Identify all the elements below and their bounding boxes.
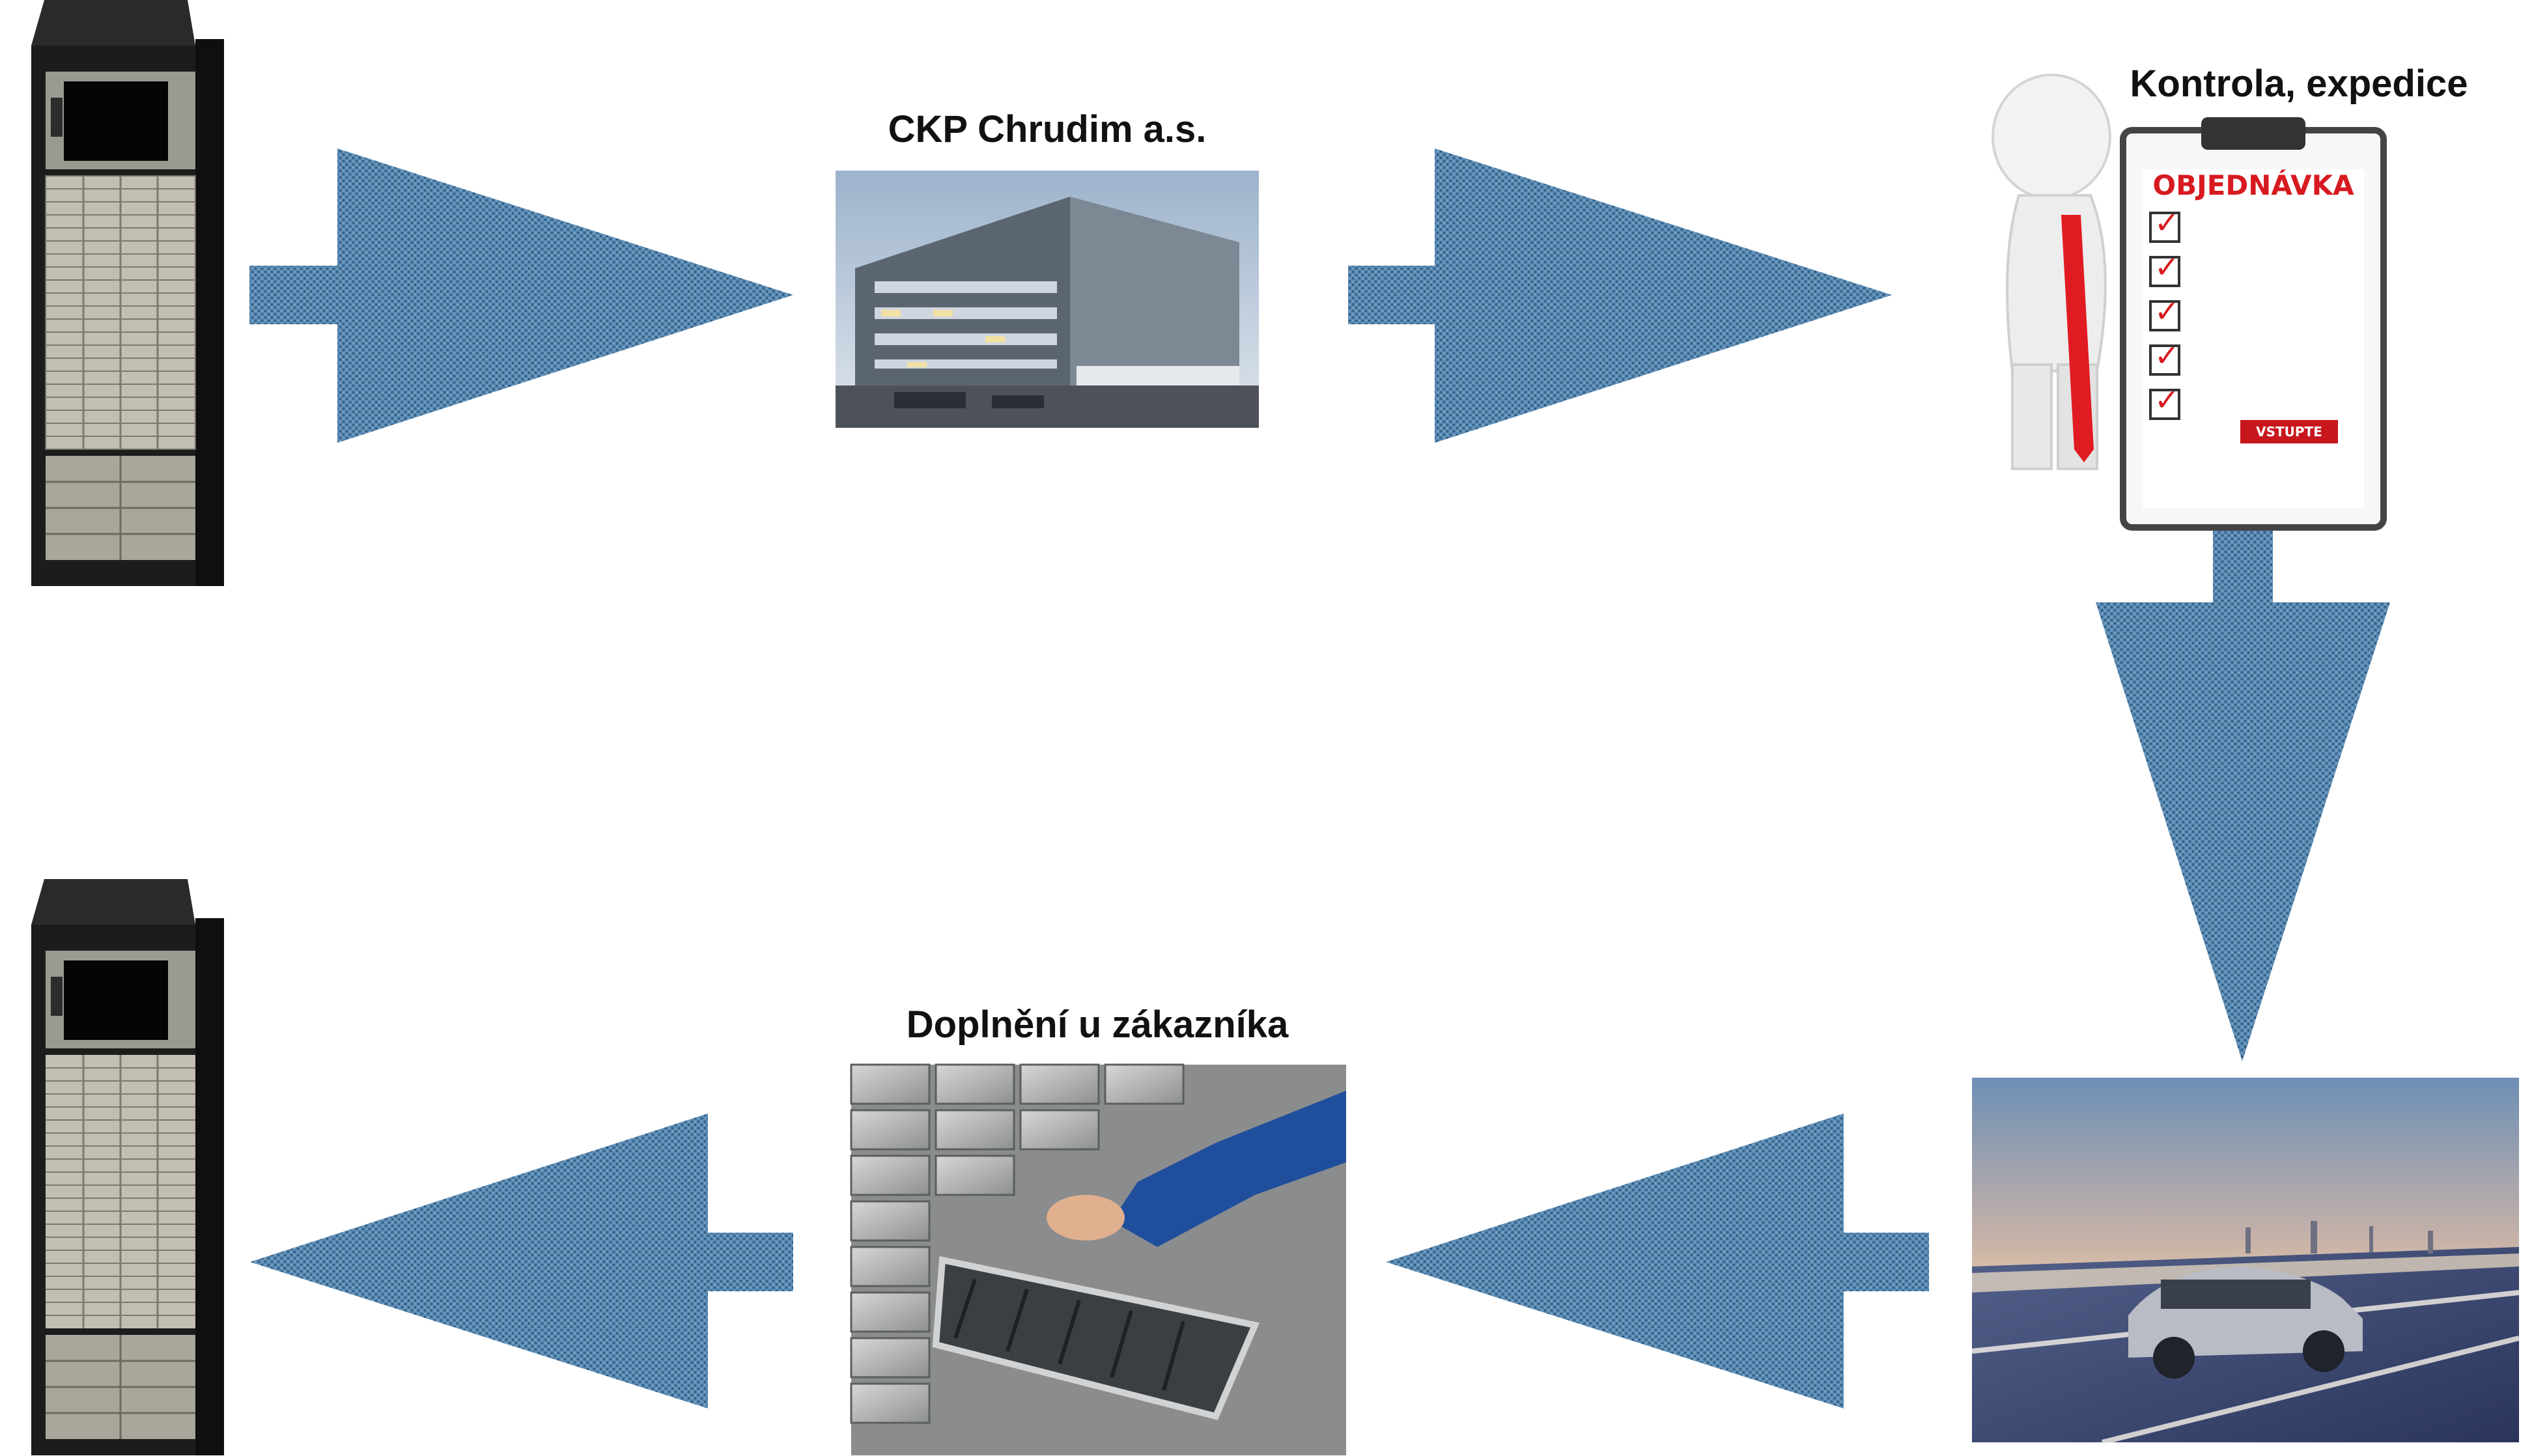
arrow-left-2 <box>250 1113 793 1408</box>
order-checklist-icon <box>1992 74 2387 531</box>
factory-label: CKP Chrudim a.s. <box>888 108 1207 150</box>
arrow-left-1 <box>1386 1113 1929 1408</box>
checklist: ✓ ✓ ✓ ✓ ✓ <box>2149 206 2188 433</box>
checkbox-icon: ✓ <box>2149 294 2180 331</box>
drawer-refill-icon <box>850 1063 1346 1455</box>
checkbox-icon: ✓ <box>2149 339 2180 376</box>
checkbox-icon: ✓ <box>2149 383 2180 420</box>
clipboard-button: VSTUPTE <box>2240 420 2338 443</box>
storage-cabinet-icon <box>31 879 224 1455</box>
clipboard-title: OBJEDNÁVKA <box>2152 169 2354 201</box>
factory-building-icon <box>836 171 1259 428</box>
refill-label: Doplnění u zákazníka <box>906 1003 1289 1046</box>
delivery-car-icon <box>1971 1078 2520 1445</box>
check-label: Kontrola, expedice <box>2130 63 2468 105</box>
checkbox-icon: ✓ <box>2149 206 2180 243</box>
arrow-right-2 <box>1348 148 1892 443</box>
arrow-right-1 <box>249 148 793 443</box>
storage-cabinet-icon <box>31 0 224 586</box>
arrow-down <box>2096 518 2390 1061</box>
checkbox-icon: ✓ <box>2149 250 2180 287</box>
